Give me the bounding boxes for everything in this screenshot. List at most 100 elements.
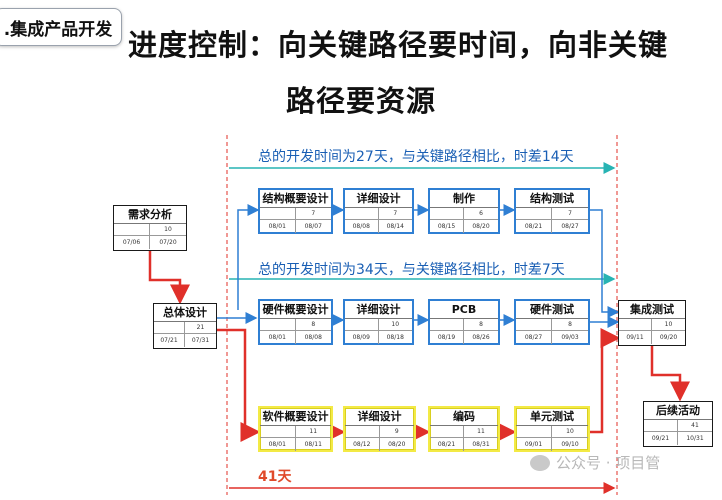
node-software-unit-test[interactable]: 单元测试 10 09/01 09/10 — [514, 406, 590, 452]
node-end-date: 08/20 — [388, 441, 406, 448]
node-cell — [430, 208, 464, 220]
node-end-date: 07/31 — [191, 337, 210, 344]
node-start-date: 09/01 — [516, 438, 552, 451]
node-hardware-pcb[interactable]: PCB 8 08/19 08/26 — [428, 299, 500, 345]
node-software-detailed-design[interactable]: 详细设计 9 08/12 08/20 — [343, 406, 416, 452]
node-name: 编码 — [430, 408, 498, 426]
watermark: 公众号 · 项目管 — [530, 452, 660, 473]
node-start-date: 08/01 — [260, 220, 296, 233]
node-start-date: 09/11 — [619, 331, 652, 344]
node-end-date: 09/20 — [659, 334, 678, 341]
node-start-date: 08/19 — [430, 331, 464, 344]
node-structure-detailed-design[interactable]: 详细设计 7 08/08 08/14 — [343, 188, 414, 234]
node-name: 总体设计 — [154, 304, 216, 322]
node-duration: 8 — [552, 319, 588, 331]
node-duration: 6 — [464, 208, 498, 220]
node-start-date: 08/21 — [430, 438, 464, 451]
caption-bottom: 41天 — [258, 469, 292, 485]
node-name: 集成测试 — [619, 301, 685, 319]
node-hardware-outline-design[interactable]: 硬件概要设计 8 08/01 08/08 — [258, 299, 333, 345]
node-duration: 41 — [678, 420, 712, 432]
node-end-date: 08/27 — [561, 223, 579, 230]
node-duration: 7 — [552, 208, 588, 220]
edge-overall-to-s1 — [237, 204, 260, 310]
node-end-date: 08/11 — [304, 441, 322, 448]
node-cell — [154, 322, 185, 334]
node-follow-up-activities[interactable]: 后续活动 41 09/21 10/31 — [643, 401, 713, 447]
node-requirements-analysis[interactable]: 需求分析 10 07/06 07/20 — [113, 205, 187, 251]
node-end-date: 09/03 — [561, 334, 579, 341]
watermark-text: 公众号 · 项目管 — [556, 454, 661, 472]
node-start-date: 08/09 — [345, 331, 379, 344]
node-name: 硬件测试 — [516, 301, 588, 319]
node-name: 详细设计 — [345, 190, 412, 208]
node-hardware-test[interactable]: 硬件测试 8 08/27 09/03 — [514, 299, 590, 345]
node-start-date: 08/21 — [516, 220, 552, 233]
node-start-date: 07/21 — [154, 334, 185, 347]
node-cell — [516, 426, 552, 438]
node-cell — [516, 319, 552, 331]
node-end-date: 08/20 — [472, 223, 490, 230]
node-cell — [644, 420, 678, 432]
node-cell — [260, 208, 296, 220]
node-end-date: 07/20 — [159, 239, 177, 246]
node-cell — [114, 224, 150, 236]
node-duration: 10 — [552, 426, 588, 438]
caption-middle: 总的开发时间为34天，与关键路径相比，时差7天 — [258, 262, 565, 278]
node-start-date: 07/06 — [114, 236, 150, 249]
node-name: 单元测试 — [516, 408, 588, 426]
page-title-line2: 路径要资源 — [285, 84, 436, 118]
node-hardware-detailed-design[interactable]: 详细设计 10 08/09 08/18 — [343, 299, 414, 345]
node-overall-design[interactable]: 总体设计 21 07/21 07/31 — [153, 303, 217, 349]
node-start-date: 08/01 — [260, 331, 296, 344]
node-cell — [345, 208, 379, 220]
node-start-date: 08/01 — [260, 438, 296, 451]
node-duration: 21 — [185, 322, 216, 334]
node-cell — [345, 319, 379, 331]
node-end-date: 08/07 — [304, 223, 322, 230]
page-title-line1: 进度控制：向关键路径要时间，向非关键 — [128, 28, 669, 62]
node-structure-fabrication[interactable]: 制作 6 08/15 08/20 — [428, 188, 500, 234]
node-start-date: 09/21 — [644, 432, 678, 445]
node-end-date: 08/31 — [472, 441, 490, 448]
node-duration: 10 — [378, 319, 412, 331]
node-end-date: 08/14 — [386, 223, 404, 230]
node-duration: 11 — [295, 426, 331, 438]
edge-w4-to-integ — [590, 328, 621, 434]
node-cell — [619, 319, 652, 331]
node-end-date: 08/26 — [472, 334, 490, 341]
node-name: PCB — [430, 301, 498, 319]
node-cell — [430, 319, 464, 331]
node-cell — [516, 208, 552, 220]
node-name: 结构概要设计 — [260, 190, 331, 208]
section-tag: .集成产品开发 — [0, 8, 122, 46]
caption-top: 总的开发时间为27天，与关键路径相比，时差14天 — [258, 149, 574, 165]
node-duration: 9 — [379, 426, 414, 438]
node-cell — [430, 426, 464, 438]
node-end-date: 08/18 — [386, 334, 404, 341]
node-name: 结构测试 — [516, 190, 588, 208]
wechat-icon — [530, 454, 550, 471]
node-duration: 8 — [464, 319, 498, 331]
node-duration: 8 — [295, 319, 331, 331]
node-start-date: 08/27 — [516, 331, 552, 344]
node-duration: 10 — [652, 319, 685, 331]
node-name: 详细设计 — [345, 301, 412, 319]
node-name: 软件概要设计 — [260, 408, 331, 426]
node-start-date: 08/12 — [345, 438, 380, 451]
node-start-date: 08/15 — [430, 220, 464, 233]
node-structure-test[interactable]: 结构测试 7 08/21 08/27 — [514, 188, 590, 234]
node-cell — [260, 426, 296, 438]
node-software-coding[interactable]: 编码 11 08/21 08/31 — [428, 406, 500, 452]
node-duration: 10 — [150, 224, 186, 236]
edge-overall-to-w1 — [215, 328, 261, 442]
edge-s4-to-integ — [590, 209, 620, 318]
node-name: 需求分析 — [114, 206, 186, 224]
node-end-date: 10/31 — [686, 435, 704, 442]
node-structure-outline-design[interactable]: 结构概要设计 7 08/01 08/07 — [258, 188, 333, 234]
node-software-outline-design[interactable]: 软件概要设计 11 08/01 08/11 — [258, 406, 333, 452]
node-start-date: 08/08 — [345, 220, 379, 233]
node-integration-test[interactable]: 集成测试 10 09/11 09/20 — [618, 300, 686, 346]
node-name: 硬件概要设计 — [260, 301, 331, 319]
